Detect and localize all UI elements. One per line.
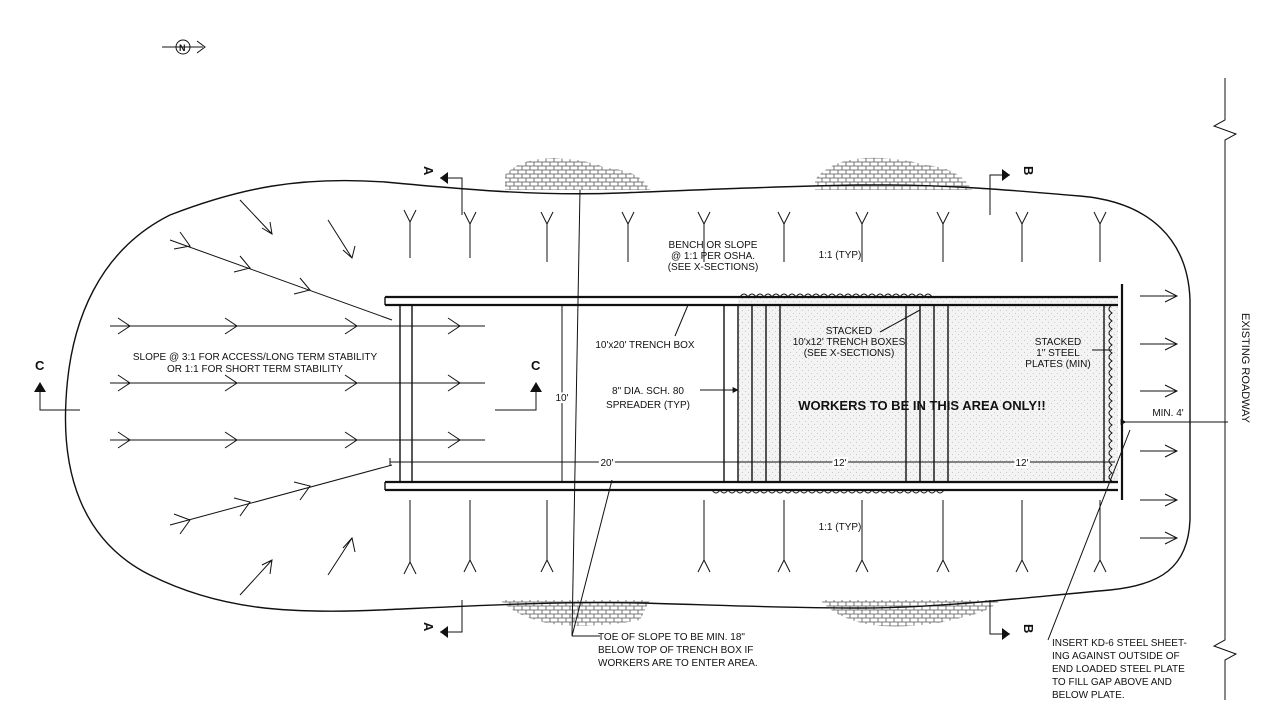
min-4-label: MIN. 4' [1152, 408, 1183, 419]
section-b-bottom-label: B [1021, 624, 1036, 633]
section-b-top: B [989, 166, 1036, 215]
insert-note-line1: INSERT KD-6 STEEL SHEET- [1052, 638, 1187, 649]
insert-note-line5: BELOW PLATE. [1052, 690, 1125, 701]
section-c-right-label: C [531, 358, 541, 373]
north-label: N [179, 43, 186, 53]
dim-12a-label: 12' [833, 458, 846, 469]
bench-note-line1: BENCH OR SLOPE [669, 240, 758, 251]
section-a-top: A [421, 166, 463, 215]
excavation-outline [64, 179, 1191, 612]
dim-20-label: 20' [600, 458, 613, 469]
stacked-boxes-line2: 10'x12' TRENCH BOXES [793, 337, 906, 348]
dim-12b-label: 12' [1015, 458, 1028, 469]
dim-10-label: 10' [555, 393, 568, 404]
typ-top-label: 1:1 (TYP) [819, 250, 862, 261]
slope-symbols-bottom [239, 500, 1107, 596]
section-c-left: C [34, 358, 80, 411]
section-a-top-label: A [421, 166, 436, 176]
plates-line3: PLATES (MIN) [1025, 359, 1090, 370]
plates-line1: STACKED [1035, 337, 1082, 348]
existing-roadway-label: EXISTING ROADWAY [1239, 313, 1251, 424]
section-c-left-label: C [35, 358, 45, 373]
stacked-boxes-line3: (SEE X-SECTIONS) [804, 348, 895, 359]
soil-hatch-areas [500, 157, 1000, 627]
spreader-line1: 8" DIA. SCH. 80 [612, 386, 684, 397]
bench-note-line2: @ 1:1 PER OSHA. [671, 251, 755, 262]
leader-lines [571, 189, 1131, 641]
toe-note-line2: BELOW TOP OF TRENCH BOX IF [598, 645, 753, 656]
section-a-bottom: A [421, 600, 463, 638]
trench-box-walls [384, 284, 1124, 500]
spreader-line2: SPREADER (TYP) [606, 400, 690, 411]
slope-symbols-right [1140, 289, 1179, 545]
slope-note-line2: OR 1:1 FOR SHORT TERM STABILITY [167, 364, 343, 375]
access-ramp-arrows [110, 231, 485, 535]
typ-bottom-label: 1:1 (TYP) [819, 522, 862, 533]
insert-note-line4: TO FILL GAP ABOVE AND [1052, 677, 1172, 688]
insert-note-line2: ING AGAINST OUTSIDE OF [1052, 651, 1180, 662]
workers-area-shading [738, 298, 1118, 484]
workers-warning: WORKERS TO BE IN THIS AREA ONLY!! [798, 398, 1046, 413]
section-b-top-label: B [1021, 166, 1036, 175]
dimension-lines [389, 304, 1228, 483]
plates-line2: 1" STEEL [1036, 348, 1080, 359]
annotation-text: SLOPE @ 3:1 FOR ACCESS/LONG TERM STABILI… [133, 240, 1251, 701]
sheeting-edges [711, 293, 1113, 494]
insert-note-line3: END LOADED STEEL PLATE [1052, 664, 1185, 675]
bench-note-line3: (SEE X-SECTIONS) [668, 262, 759, 273]
section-c-right: C [495, 358, 542, 411]
toe-note-line3: WORKERS ARE TO ENTER AREA. [598, 658, 758, 669]
north-arrow-icon: N [162, 39, 206, 55]
slope-note-line1: SLOPE @ 3:1 FOR ACCESS/LONG TERM STABILI… [133, 352, 378, 363]
slope-symbols-top [239, 199, 1107, 262]
stacked-boxes-line1: STACKED [826, 326, 873, 337]
section-b-bottom: B [989, 600, 1036, 640]
toe-note-line1: TOE OF SLOPE TO BE MIN. 18" [598, 632, 745, 643]
roadway-edge-line [1212, 78, 1238, 700]
trench-box-label: 10'x20' TRENCH BOX [595, 340, 695, 351]
section-a-bottom-label: A [421, 622, 436, 632]
